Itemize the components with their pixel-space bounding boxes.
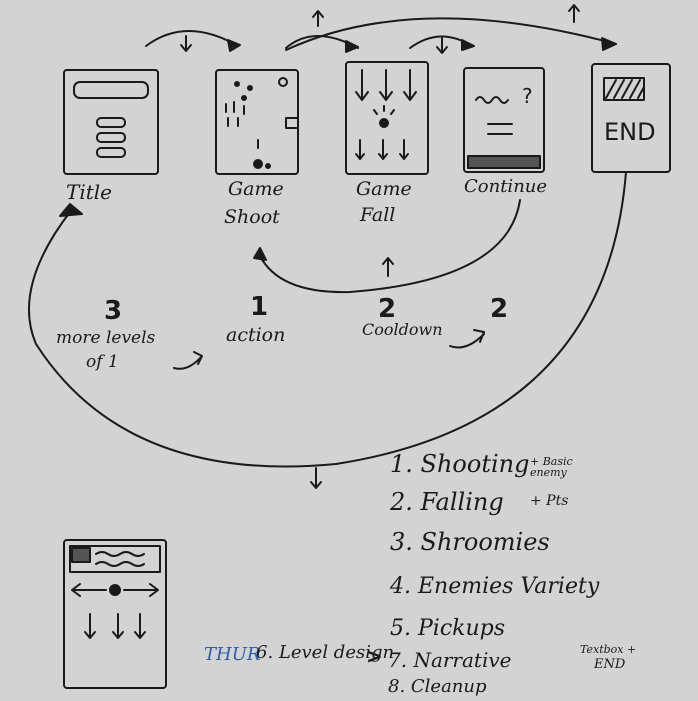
fall-screen-mockup: [345, 61, 429, 175]
fall-screen-label-2: Fall: [360, 204, 396, 226]
step-number-2b: 2: [490, 294, 509, 324]
task-4: 4. Enemies Variety: [390, 574, 600, 599]
level-arrow: [173, 351, 203, 370]
top-flow-arrows: [145, 4, 617, 54]
task-6-prefix: THUR: [204, 644, 261, 665]
task-2-note: + Pts: [530, 493, 569, 509]
task-1-note: + Basic enemy: [530, 455, 573, 479]
cooldown-arrow: [449, 329, 485, 349]
title-screen-mockup: [63, 69, 159, 175]
continue-question-mark: ?: [522, 84, 533, 108]
step-number-1: 1: [250, 292, 269, 322]
shoot-screen-mockup: [215, 69, 299, 175]
end-to-title-loop: [27, 171, 627, 489]
step-number-2: 2: [378, 294, 397, 324]
task-2: 2. Falling: [390, 488, 504, 516]
task-6-arrow: >: [366, 644, 383, 668]
step-number-3: 3: [104, 296, 123, 326]
task-8: 8. Cleanup: [388, 676, 487, 697]
continue-screen-mockup: [463, 67, 545, 173]
task-6: 6. Level design: [256, 642, 395, 663]
step-1-text: action: [226, 324, 286, 346]
continue-loop-arrow: [253, 199, 521, 294]
end-screen-text: END: [604, 118, 656, 146]
step-3-text-2: of 1: [86, 352, 119, 372]
task-7: 7. Narrative: [388, 648, 512, 672]
fall-screen-label-1: Game: [356, 178, 412, 200]
level-layout-mockup: [63, 539, 167, 689]
continue-screen-label: Continue: [464, 176, 548, 197]
task-1: 1. Shooting: [390, 450, 530, 478]
shoot-screen-label-1: Game: [228, 178, 284, 200]
step-2-text: Cooldown: [362, 320, 443, 339]
task-7-note-2: END: [594, 657, 626, 672]
task-5: 5. Pickups: [390, 616, 506, 641]
shoot-screen-label-2: Shoot: [224, 206, 280, 228]
task-3: 3. Shroomies: [390, 528, 550, 556]
step-3-text-1: more levels: [56, 328, 156, 348]
task-7-note-1: Textbox +: [580, 643, 637, 656]
title-screen-label: Title: [66, 180, 113, 204]
end-screen-mockup: [591, 63, 671, 173]
